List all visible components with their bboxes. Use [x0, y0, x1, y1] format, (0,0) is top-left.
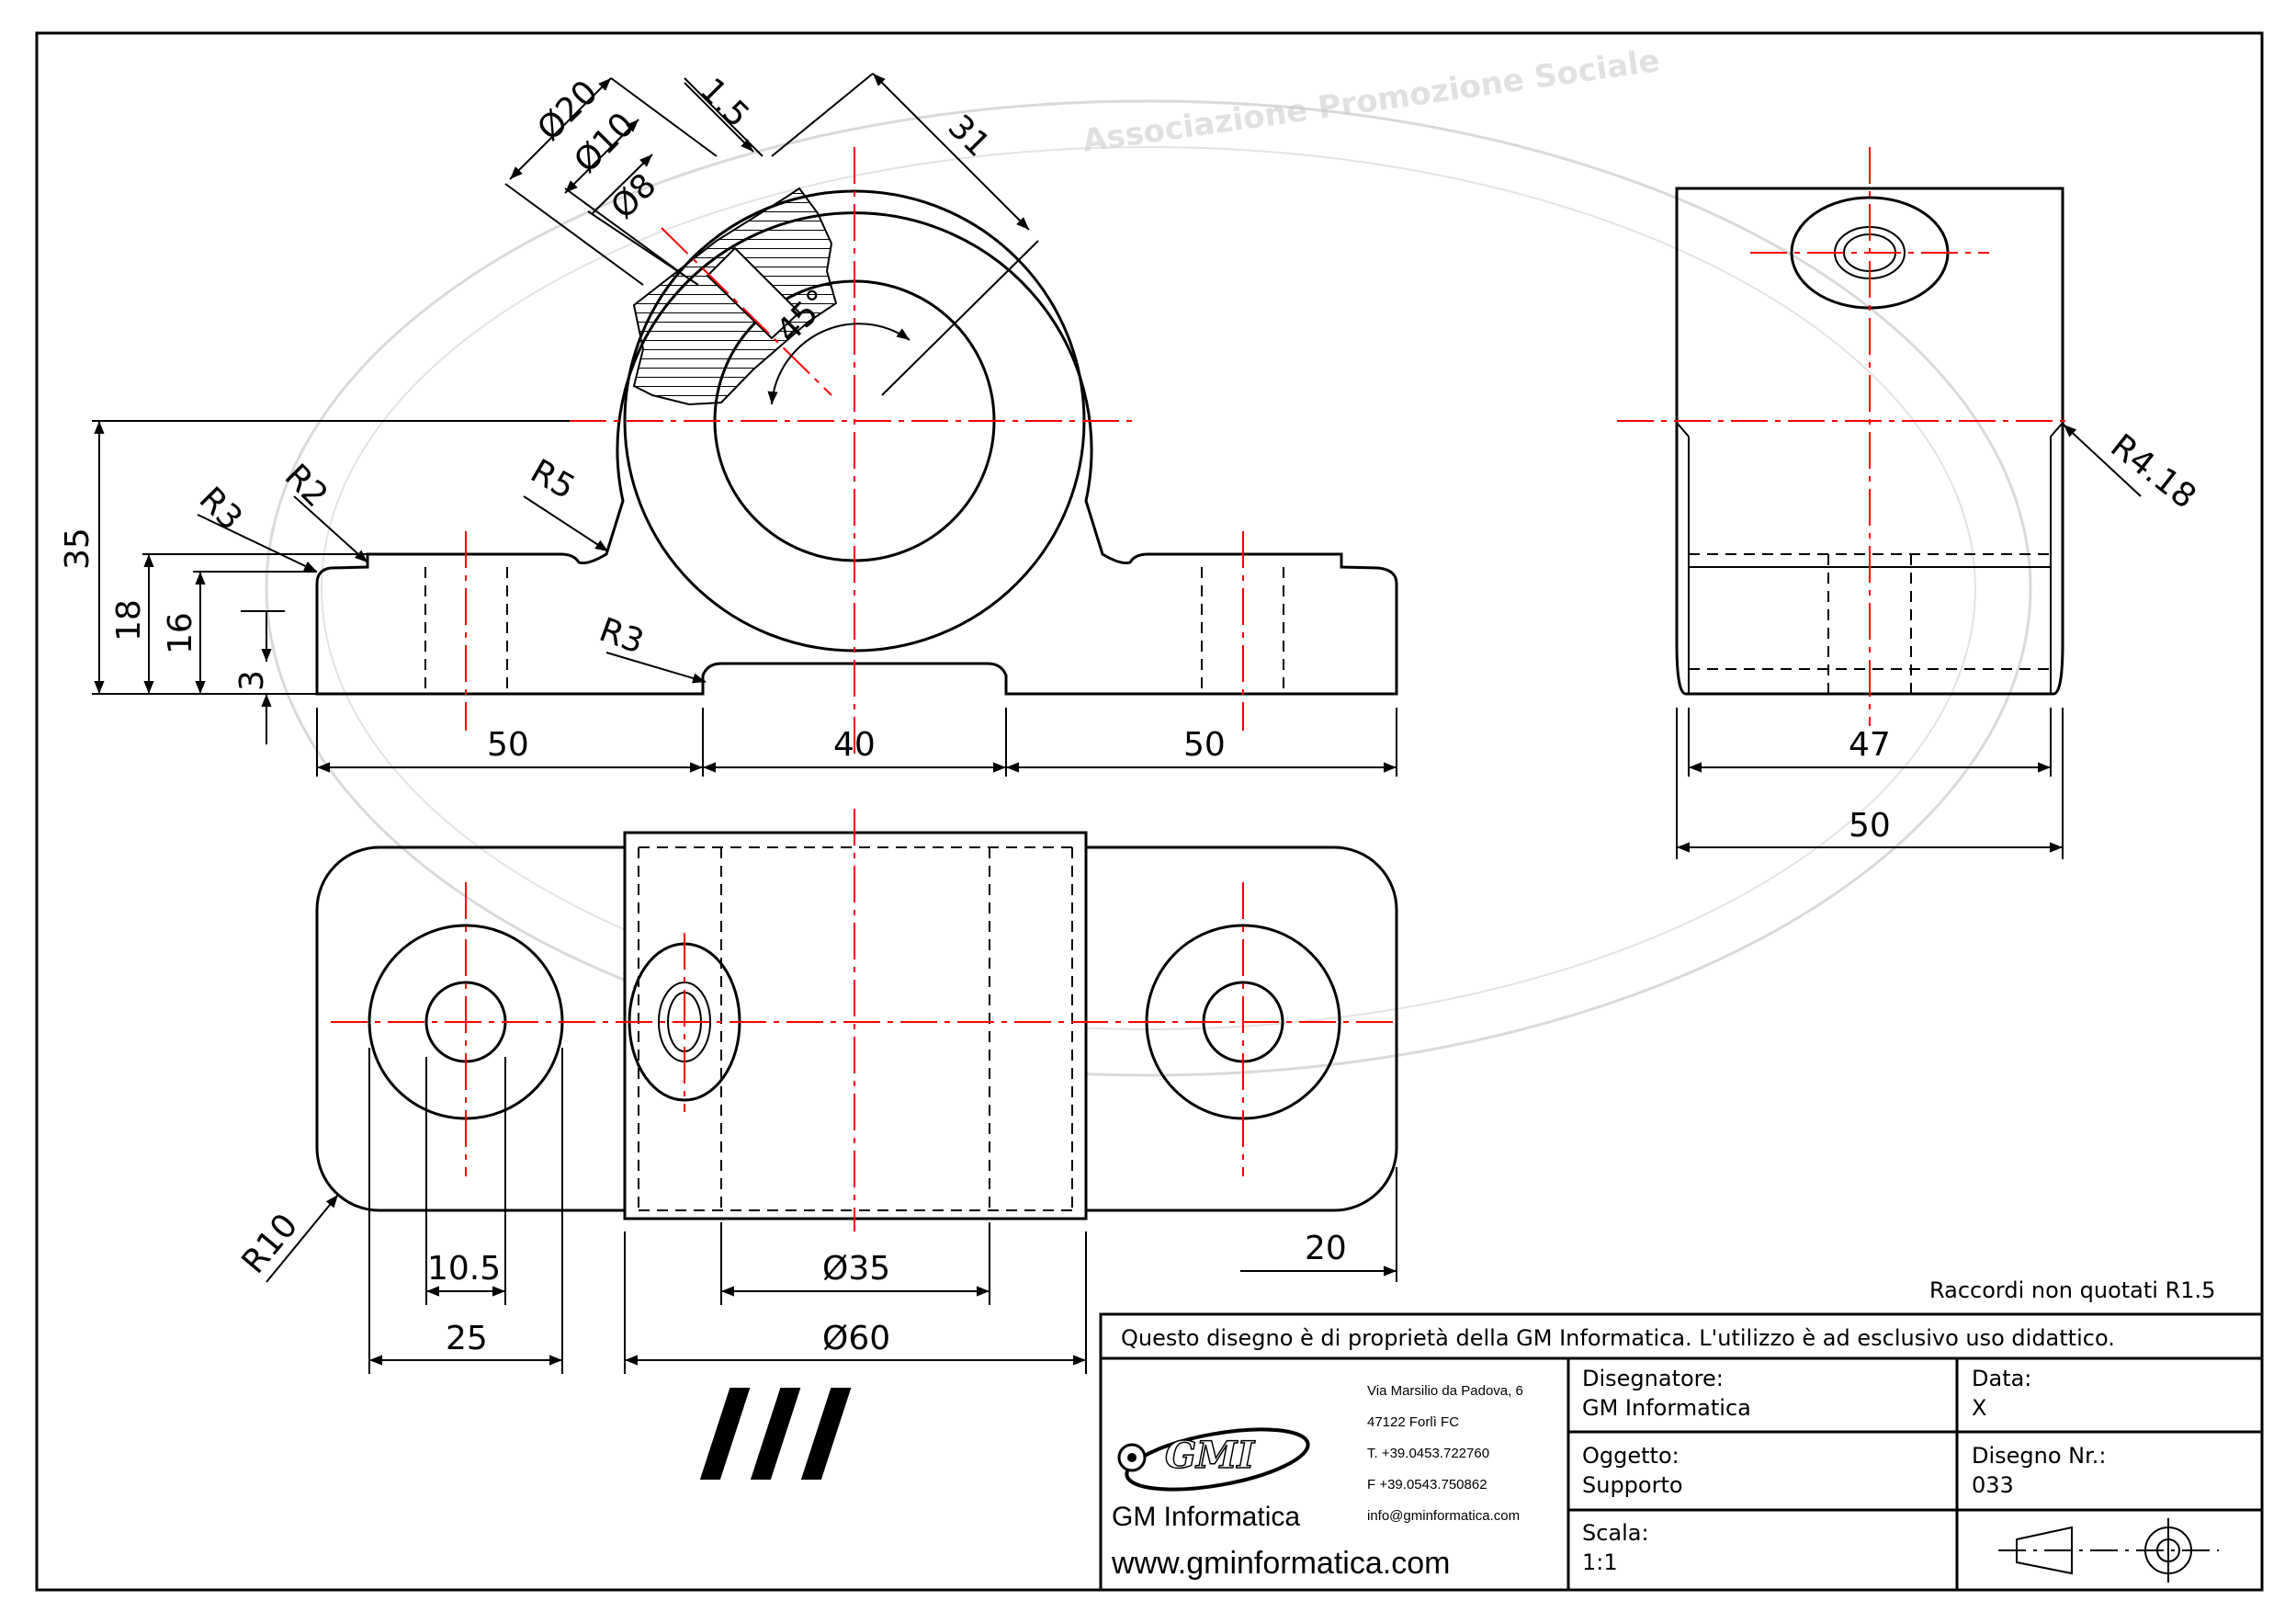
- address-line-2: 47122 Forlì FC: [1367, 1414, 1459, 1430]
- front-view-centerlines: [465, 147, 1244, 754]
- dim-1-5: 1.5: [693, 71, 756, 134]
- drawing-number-label: Disegno Nr.:: [1972, 1443, 2107, 1469]
- dim-r4-18: R4.18: [2103, 427, 2202, 516]
- ownership-note: Questo disegno è di proprietà della GM I…: [1121, 1325, 2115, 1351]
- front-view: [315, 187, 1398, 696]
- dim-r3-left: R3: [192, 480, 250, 538]
- dim-r10: R10: [234, 1207, 305, 1281]
- dim-10-5: 10.5: [427, 1250, 501, 1288]
- front-view-dimensions: [92, 73, 1397, 777]
- title-block: Questo disegno è di proprietà della GM I…: [699, 1312, 2264, 1592]
- company-website: www.gminformatica.com: [1111, 1546, 1450, 1581]
- designer-value: GM Informatica: [1582, 1395, 1751, 1421]
- watermark: Associazione Promozione Sociale: [265, 42, 2032, 1077]
- sheet-border: [35, 31, 2264, 1592]
- dim-d8: Ø8: [604, 166, 663, 226]
- front-view-dimension-text: 35 18 16 3 50 40 50 R3 R2 R5 R3 Ø20 Ø10 …: [59, 71, 1226, 764]
- scale-value: 1:1: [1582, 1549, 1618, 1575]
- top-view: [315, 831, 1398, 1220]
- phone-number: T. +39.0453.722760: [1367, 1446, 1489, 1461]
- dim-25: 25: [446, 1320, 488, 1357]
- top-view-dimensions: [266, 1048, 1397, 1374]
- company-logo: GMI: [699, 1388, 1310, 1492]
- fillet-note: Raccordi non quotati R1.5: [1929, 1277, 2215, 1303]
- dim-35: 35: [59, 528, 96, 570]
- date-value: X: [1972, 1395, 1986, 1421]
- designer-label: Disegnatore:: [1582, 1366, 1724, 1391]
- dim-16: 16: [162, 612, 199, 654]
- address-line-1: Via Marsilio da Padova, 6: [1367, 1383, 1523, 1399]
- scale-label: Scala:: [1582, 1520, 1649, 1546]
- drawing-number-value: 033: [1972, 1472, 2014, 1498]
- date-label: Data:: [1972, 1366, 2031, 1391]
- dim-50-left: 50: [487, 726, 529, 764]
- object-value: Supporto: [1582, 1472, 1683, 1498]
- fax-number: F +39.0543.750862: [1367, 1477, 1487, 1492]
- dim-50-right: 50: [1183, 726, 1226, 764]
- dim-20: 20: [1305, 1230, 1347, 1267]
- dim-d35: Ø35: [822, 1250, 890, 1288]
- projection-symbol-icon: [1998, 1518, 2219, 1583]
- dim-r5: R5: [525, 452, 582, 506]
- email-address: info@gminformatica.com: [1367, 1508, 1520, 1524]
- dim-40: 40: [833, 726, 876, 764]
- object-label: Oggetto:: [1582, 1443, 1680, 1469]
- company-name: GM Informatica: [1112, 1502, 1300, 1532]
- dim-47: 47: [1849, 726, 1891, 764]
- dim-3: 3: [233, 670, 271, 691]
- top-view-centerlines: [331, 809, 1397, 1231]
- dim-18: 18: [110, 599, 148, 641]
- logo-text: GMI: [1165, 1434, 1255, 1477]
- side-view-centerlines: [1617, 147, 2067, 726]
- dim-r2: R2: [277, 457, 335, 515]
- side-view-outline: [1675, 187, 2064, 696]
- dim-d60: Ø60: [822, 1320, 890, 1357]
- oil-hole-section: [706, 246, 801, 340]
- side-view-dimensions: [1676, 424, 2142, 859]
- front-view-outline: [315, 211, 1398, 696]
- dim-r3-bottom: R3: [594, 611, 649, 662]
- dim-50-side: 50: [1849, 807, 1891, 845]
